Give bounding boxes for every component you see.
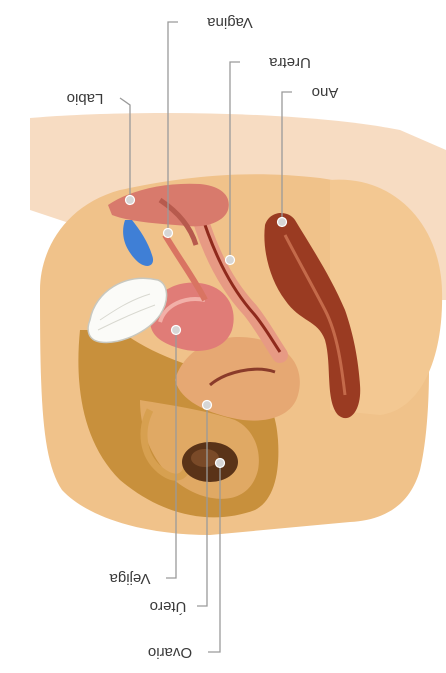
dot-utero	[203, 401, 212, 410]
label-labio: Labio	[67, 90, 104, 107]
label-vagina: Vagina	[207, 14, 253, 31]
dot-labio	[126, 196, 135, 205]
label-utero: Útero	[150, 598, 187, 615]
ovary-texture	[191, 449, 219, 467]
label-ano: Ano	[312, 84, 339, 101]
label-ovario: Ovario	[148, 644, 192, 661]
pelvis-illustration	[30, 113, 446, 535]
label-uretra: Uretra	[269, 54, 311, 71]
dot-ovario	[216, 459, 225, 468]
label-vejiga: Vejiga	[109, 570, 151, 587]
dot-vejiga	[172, 326, 181, 335]
dot-vagina	[164, 229, 173, 238]
dot-uretra	[226, 256, 235, 265]
dot-ano	[278, 218, 287, 227]
